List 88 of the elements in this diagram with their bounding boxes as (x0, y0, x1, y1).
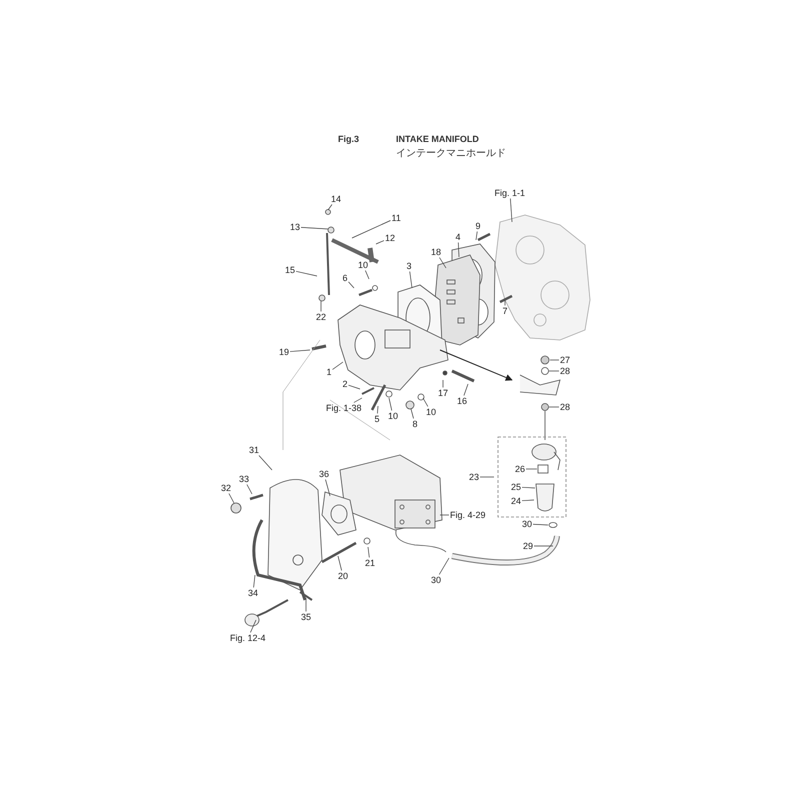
callout-number: 22 (316, 312, 326, 322)
leader-line (352, 220, 391, 238)
callout-number: 26 (515, 464, 526, 474)
leader-line (422, 398, 428, 407)
callout-number: 18 (431, 248, 442, 256)
leader-line (376, 240, 384, 244)
callout-number: Fig. 4-29 (450, 510, 486, 520)
callout-number: 1 (326, 368, 332, 376)
leader-line (253, 574, 256, 588)
callout-number: 3 (406, 262, 412, 270)
leader-line (290, 350, 310, 352)
diagram-title: INTAKE MANIFOLD (396, 134, 479, 144)
leader-line (439, 257, 446, 268)
leader-line (250, 620, 256, 633)
leader-line (300, 227, 328, 230)
leader-line (409, 271, 412, 288)
leader-line (476, 231, 478, 240)
callout-number: 20 (338, 572, 348, 580)
leader-line (368, 546, 370, 558)
callout-number: 11 (392, 214, 401, 222)
callout-number: 28 (560, 366, 570, 376)
callout-number: 4 (456, 232, 461, 242)
japanese-title: インテークマニホールド (396, 147, 506, 160)
leader-line (532, 524, 548, 526)
callout-number: 10 (426, 408, 436, 416)
leader-line (548, 406, 560, 408)
leader-line (504, 300, 506, 306)
leader-line (354, 398, 362, 403)
callout-number: 28 (560, 402, 570, 412)
callout-number: 10 (388, 412, 398, 420)
figure-number: Fig.3 (338, 134, 360, 144)
leader-line (320, 300, 322, 312)
leader-line (458, 242, 460, 258)
callout-number: 35 (301, 612, 312, 622)
callout-number: 19 (279, 348, 290, 356)
callout-number: 15 (285, 266, 296, 274)
leader-line (388, 398, 392, 411)
leader-line (258, 455, 272, 470)
leader-line (332, 362, 344, 370)
callout-number: 2 (342, 380, 348, 388)
leader-line (377, 406, 378, 414)
callout-number: 9 (476, 222, 481, 230)
leader-line (325, 479, 330, 496)
callout-number: 14 (331, 194, 342, 204)
leader-line (464, 384, 468, 396)
callout-number: 32 (221, 484, 232, 492)
leader-line (228, 493, 234, 504)
callout-number: Fig. 1-1 (494, 188, 526, 198)
callout-number: 25 (511, 482, 522, 492)
callout-number: 7 (502, 306, 508, 316)
callout-number: 16 (457, 396, 468, 406)
leader-line (348, 384, 360, 390)
leader-line (522, 486, 536, 488)
callout-number: 24 (511, 496, 522, 506)
callout-number: 13 (290, 222, 300, 232)
leader-line (338, 556, 342, 571)
callout-number: 6 (342, 274, 348, 282)
callout-number: Fig. 12-4 (230, 634, 266, 642)
leader-line (348, 282, 354, 288)
callout-number: 8 (412, 420, 418, 428)
leader-line (480, 476, 494, 478)
leader-line (410, 408, 414, 419)
callout-number: 29 (523, 542, 534, 550)
leader-line (438, 558, 450, 575)
leader-line (522, 500, 534, 502)
callout-number: 12 (385, 234, 396, 242)
callout-number: 23 (469, 472, 480, 482)
callout-number: 27 (560, 356, 570, 364)
callout-number: 30 (522, 520, 532, 528)
callout-number: 34 (248, 588, 258, 598)
callout-number: 21 (365, 558, 376, 568)
callout-number: 5 (374, 414, 380, 424)
callout-number: 36 (319, 470, 330, 478)
leader-line (442, 380, 444, 388)
leader-line (296, 270, 318, 276)
callout-number: 30 (431, 576, 442, 584)
leader-line (365, 270, 370, 280)
callout-number: Fig. 1-38 (326, 404, 362, 412)
callout-number: 17 (438, 388, 448, 398)
leader-line (246, 484, 252, 494)
leader-line (548, 370, 560, 372)
leader-line (440, 514, 450, 516)
leader-line (510, 198, 512, 222)
leader-line (526, 468, 538, 470)
callout-number: 10 (358, 260, 368, 270)
leader-line (328, 204, 332, 210)
callout-number: 31 (249, 446, 260, 454)
callout-number: 33 (239, 474, 250, 484)
